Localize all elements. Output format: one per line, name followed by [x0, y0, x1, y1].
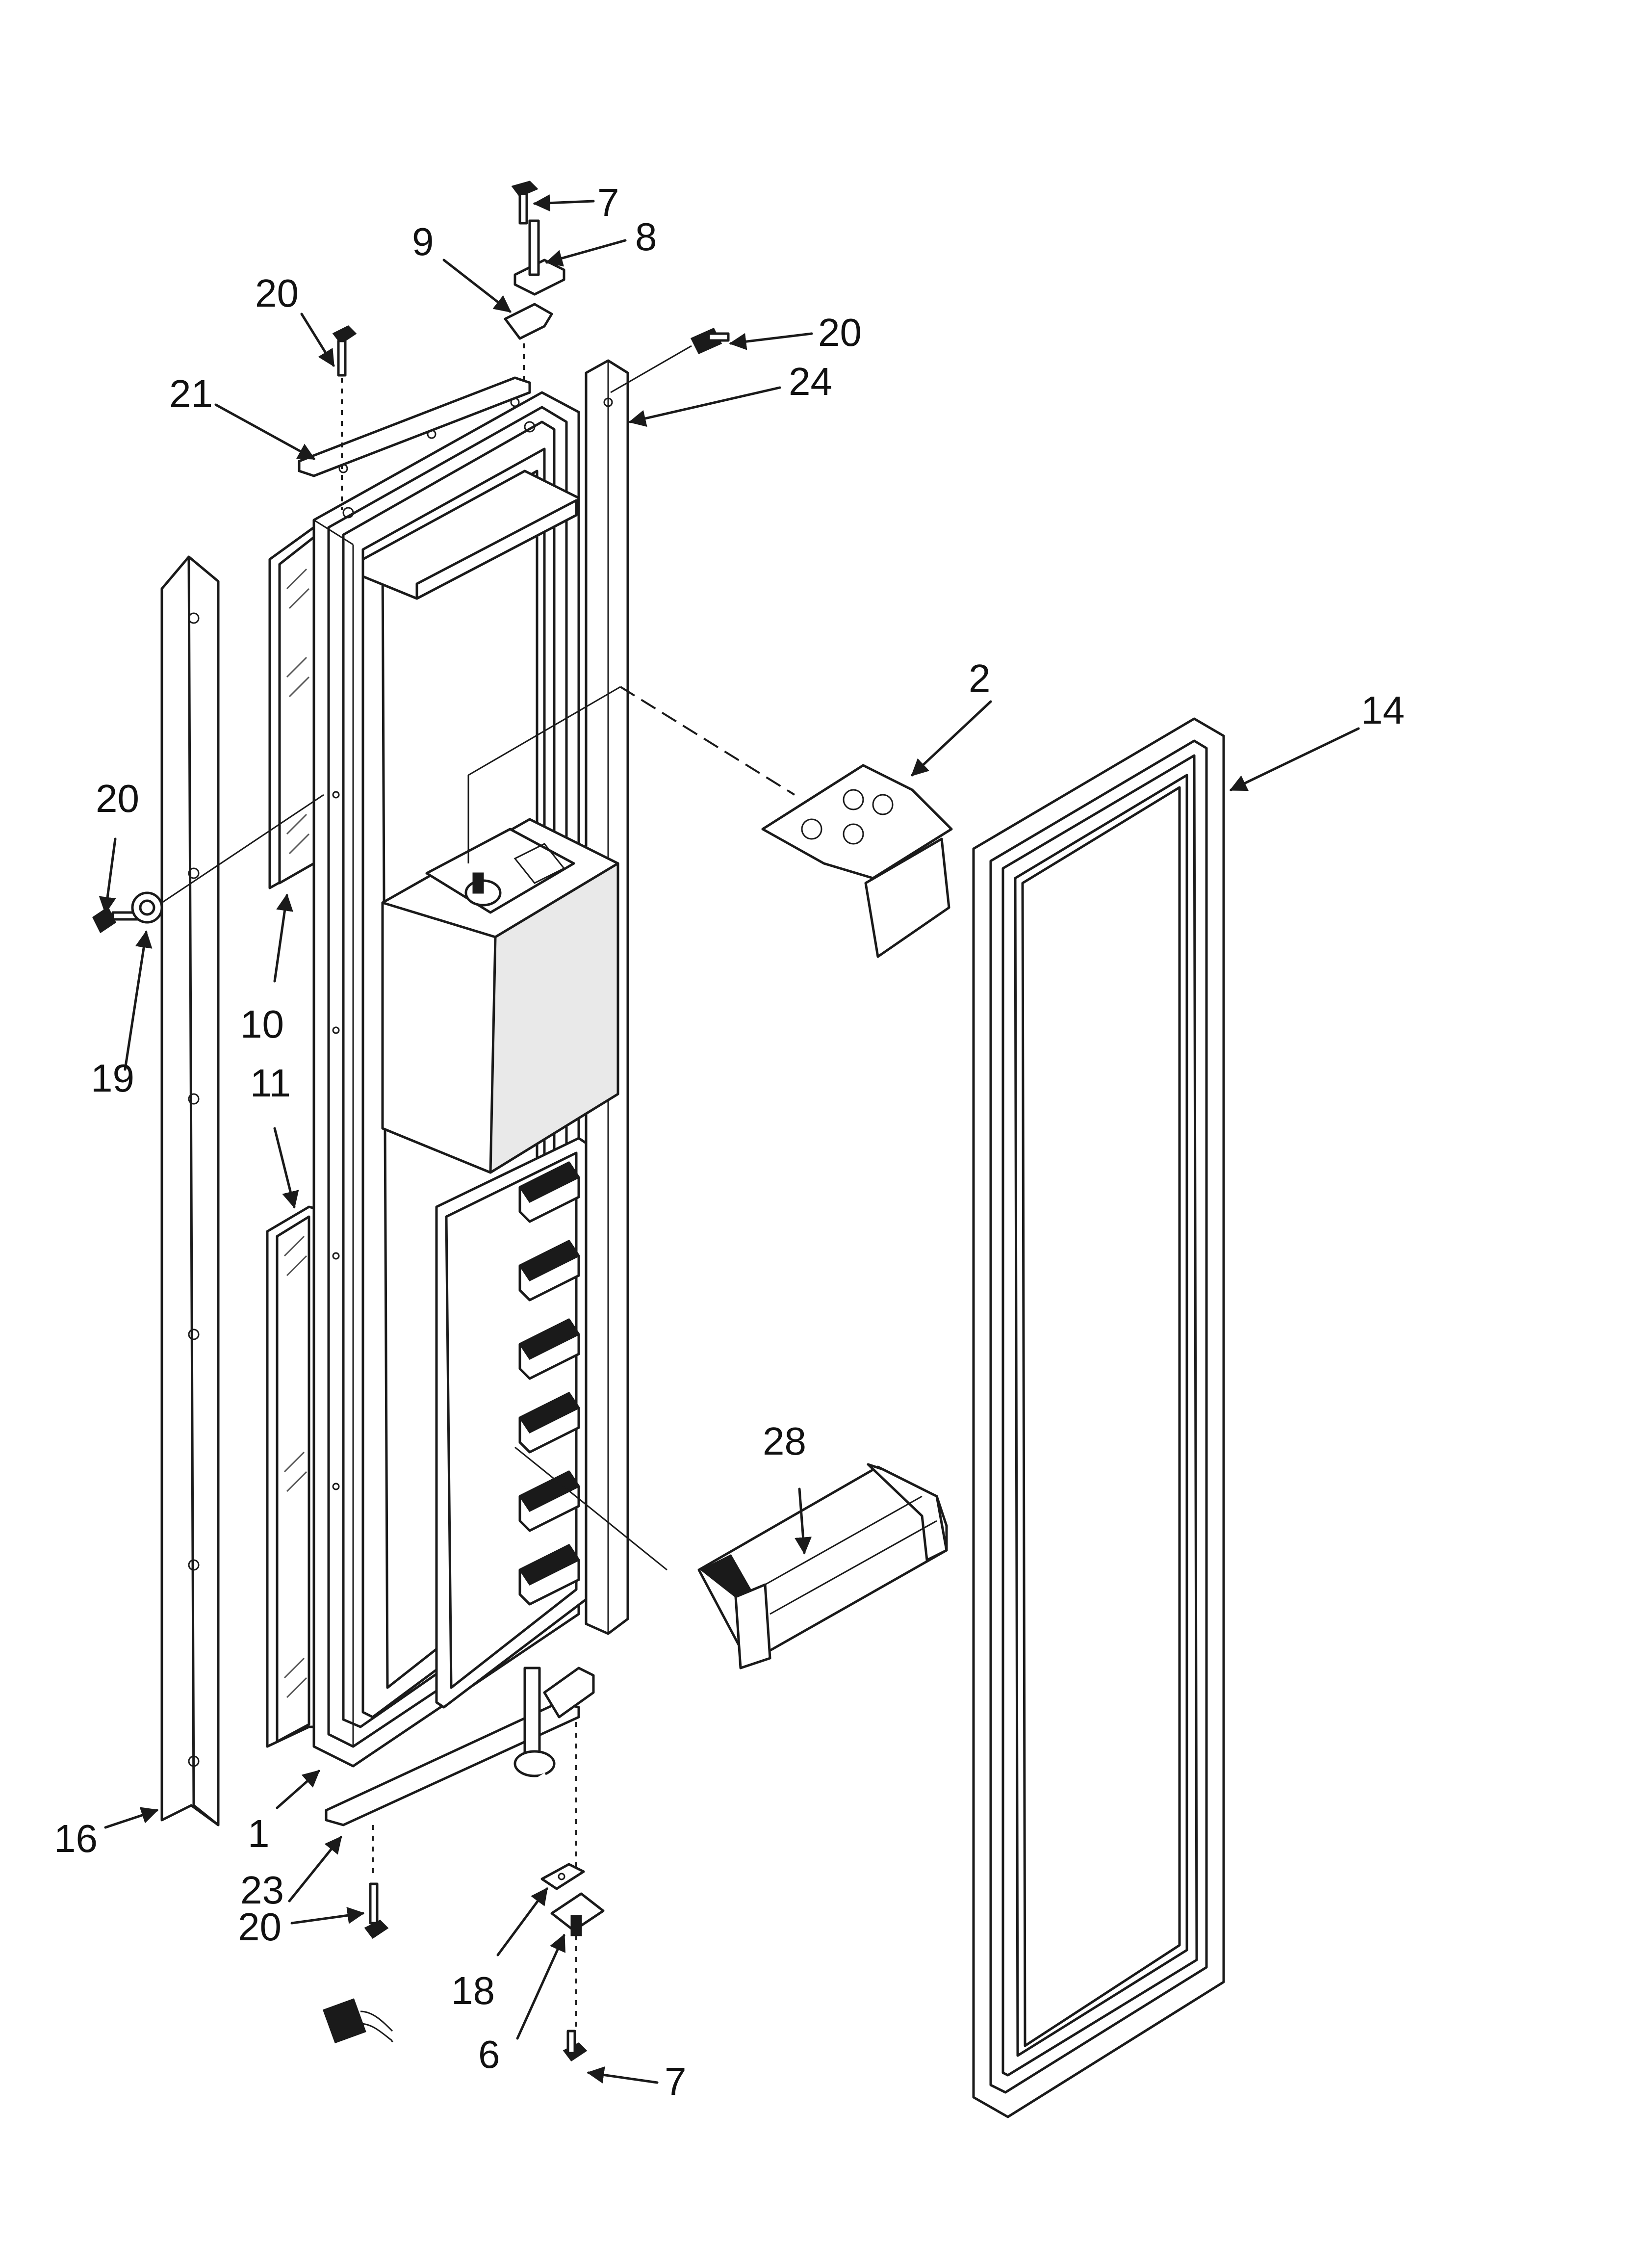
lower-glass-panel: [266, 1205, 320, 1748]
callout-14: 14: [1361, 688, 1405, 732]
callout-23: 23: [240, 1868, 284, 1912]
top-shelf-lip: [361, 469, 580, 600]
screw-side: [92, 794, 324, 934]
callout-20-a: 20: [255, 271, 299, 315]
callout-7-bottom: 7: [665, 2059, 687, 2103]
callout-19: 19: [91, 1056, 134, 1100]
callout-24: 24: [789, 360, 832, 403]
screw-bottom-left: [364, 1882, 389, 1939]
callout-21: 21: [169, 372, 213, 416]
callout-9: 9: [412, 220, 434, 263]
callout-11: 11: [250, 1061, 291, 1105]
callout-8: 8: [635, 215, 657, 259]
callout-16: 16: [54, 1817, 98, 1860]
top-trim-bracket: [298, 376, 531, 477]
callout-6: 6: [478, 2033, 500, 2076]
callout-20-b: 20: [818, 311, 862, 354]
callout-7-top: 7: [597, 181, 619, 224]
shelf-clip: [518, 1240, 580, 1302]
callouts: 7 8 9 20 20 21 24 2 14 20 10 19 11 28 16…: [54, 181, 1405, 2103]
callout-18: 18: [451, 1969, 495, 2012]
bottom-hinge-and-tube: [322, 1667, 595, 2044]
hinge-plate: [467, 686, 953, 958]
screw-top-left: [332, 325, 357, 510]
side-trim-panel: [160, 555, 220, 1826]
dispenser-housing: [381, 818, 619, 1174]
top-hinge-assembly: [504, 181, 565, 383]
door-bin: [514, 1446, 948, 1669]
screw-top-right: [610, 328, 730, 393]
callout-10: 10: [240, 1002, 284, 1046]
bottom-hinge-shim: [540, 1863, 585, 1890]
callout-1: 1: [248, 1812, 270, 1855]
shelf-clip: [518, 1392, 580, 1454]
callout-28: 28: [763, 1419, 806, 1463]
bottom-hinge: [550, 1892, 605, 2031]
door-gasket: [972, 717, 1225, 2118]
callout-20-d: 20: [238, 1905, 282, 1949]
screw-bottom-center: [563, 2030, 588, 2062]
shelf-clip: [518, 1161, 580, 1223]
callout-2: 2: [969, 656, 991, 700]
shelf-clip: [518, 1318, 580, 1380]
shelf-clip: [518, 1544, 580, 1606]
callout-20-c: 20: [96, 777, 139, 820]
